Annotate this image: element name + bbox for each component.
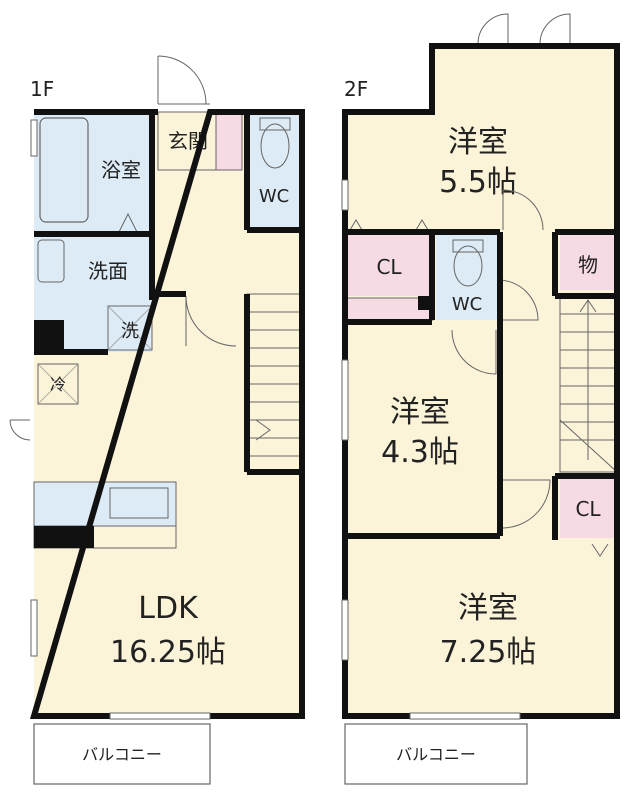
stairs-arrowhead-second bbox=[579, 299, 597, 313]
room-b-name: 洋室 bbox=[390, 395, 450, 430]
toilet-tank-icon bbox=[452, 239, 484, 253]
stairs-arrow-first bbox=[255, 419, 271, 441]
storage-label: 物 bbox=[578, 253, 598, 277]
wc-first-label: WC bbox=[259, 186, 289, 207]
stairs-first bbox=[246, 293, 303, 473]
wc-door-swing bbox=[497, 279, 539, 321]
bathroom bbox=[34, 112, 152, 234]
ldk-door-swing bbox=[185, 295, 237, 347]
wc-second-label: WC bbox=[452, 294, 482, 315]
first-floor-label: 1F bbox=[30, 77, 54, 101]
room-c-size: 7.25帖 bbox=[440, 635, 537, 670]
stairs-diagonal bbox=[559, 419, 618, 473]
shoe-closet bbox=[215, 111, 243, 171]
storage bbox=[560, 234, 617, 290]
side-door bbox=[9, 419, 31, 441]
closet-a-label: CL bbox=[376, 255, 402, 279]
wash-pillar bbox=[34, 320, 64, 352]
kitchen-counter bbox=[33, 481, 177, 527]
closet-b bbox=[560, 478, 617, 538]
closet-a-door-mark bbox=[415, 219, 429, 231]
room-a-size: 5.5帖 bbox=[439, 165, 517, 200]
entrance-door-swing bbox=[157, 55, 207, 105]
first-floor-windows bbox=[30, 119, 211, 720]
washer-label: 洗 bbox=[121, 321, 139, 342]
first-floor-walls bbox=[30, 109, 305, 719]
top-door-left bbox=[477, 13, 509, 45]
bathtub bbox=[39, 117, 89, 223]
bathroom-label: 浴室 bbox=[101, 158, 141, 182]
closet-a bbox=[347, 234, 433, 296]
stair-treads-first bbox=[247, 311, 302, 457]
balcony-second-label: バルコニー bbox=[396, 745, 476, 764]
toilet-bowl-icon bbox=[453, 245, 483, 287]
room-a-door-swing bbox=[502, 189, 544, 231]
second-floor-windows bbox=[341, 179, 521, 720]
room-b-door-swing bbox=[451, 329, 497, 375]
fridge-diagonal bbox=[37, 363, 79, 405]
wc-second bbox=[436, 234, 498, 320]
balcony-first bbox=[33, 723, 211, 785]
washer-diagonal bbox=[107, 305, 153, 351]
room-c-name: 洋室 bbox=[458, 591, 518, 626]
top-door-right bbox=[539, 13, 571, 45]
balcony-first-label: バルコニー bbox=[82, 745, 162, 764]
kitchen-pillar bbox=[34, 526, 94, 548]
room-c-door-swing bbox=[501, 479, 551, 529]
second-floor-label: 2F bbox=[344, 77, 368, 101]
second-floor-area bbox=[345, 46, 617, 716]
closet-b-label: CL bbox=[575, 497, 601, 521]
toilet-bowl-icon bbox=[260, 123, 290, 169]
balcony-second bbox=[344, 723, 528, 785]
kitchen-sink bbox=[109, 487, 169, 519]
ldk-name: LDK bbox=[138, 591, 199, 626]
first-floor: 1F 浴室 玄関 WC 洗面 洗 冷 bbox=[9, 55, 305, 785]
second-floor: 2F 洋室 5.5帖 CL WC 物 bbox=[341, 13, 620, 785]
room-a-name: 洋室 bbox=[448, 125, 508, 160]
closet-b-door-mark bbox=[591, 543, 609, 557]
room-b-size: 4.3帖 bbox=[381, 435, 459, 470]
wc-first bbox=[247, 112, 302, 230]
wall-pillar bbox=[418, 296, 432, 310]
ldk-size: 16.25帖 bbox=[110, 635, 226, 670]
wash-basin-icon bbox=[37, 239, 65, 283]
closet-a-door-mark bbox=[349, 219, 363, 231]
fridge-label: 冷 bbox=[50, 375, 66, 394]
washroom-label: 洗面 bbox=[88, 259, 128, 283]
toilet-tank-icon bbox=[259, 117, 291, 131]
